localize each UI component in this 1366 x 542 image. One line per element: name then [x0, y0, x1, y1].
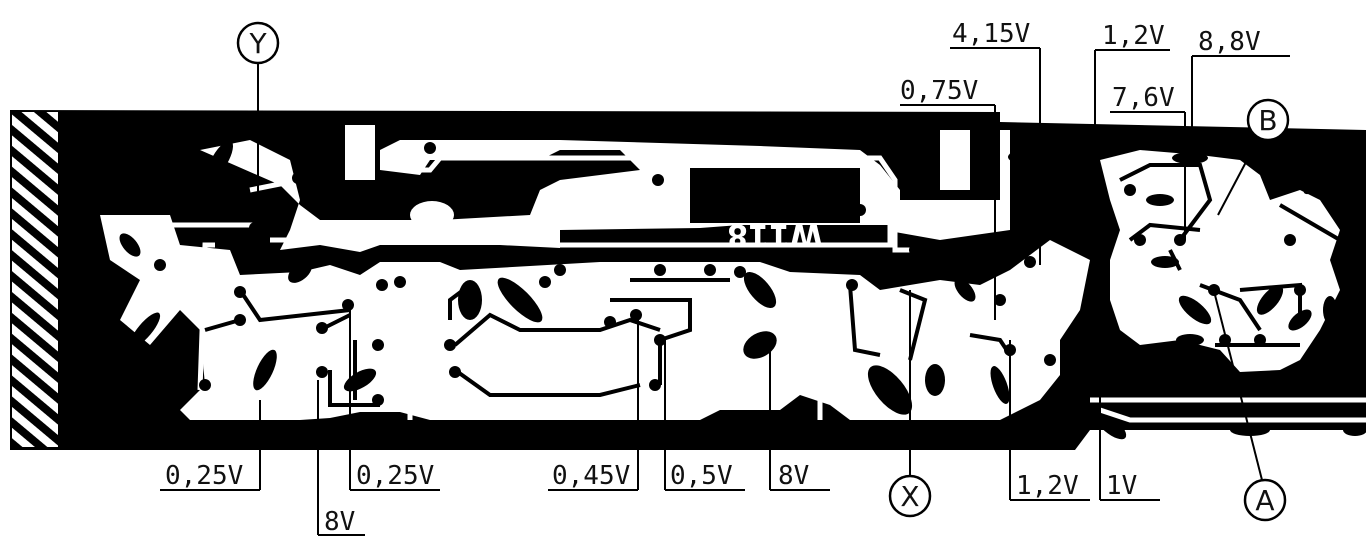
voltage-label: 0,25V [165, 461, 243, 491]
voltage-label: 4,15V [952, 19, 1030, 49]
voltage-label: 0,75V [900, 76, 978, 106]
voltage-label: 1V [1106, 471, 1137, 501]
marker-y: Y [236, 21, 280, 65]
leader-lines [160, 47, 1290, 536]
voltage-label: 8,8V [1198, 27, 1261, 57]
board-code-plate [690, 168, 860, 223]
svg-text:B: B [1258, 104, 1277, 137]
voltage-label: 7,6V [1112, 83, 1175, 113]
voltage-label: 8V [324, 507, 355, 537]
marker-a: A [1243, 478, 1287, 522]
svg-text:Y: Y [248, 27, 267, 60]
svg-text:X: X [900, 480, 919, 513]
voltage-labels: 0,25V 8V 0,25V 0,45V 0,5V 8V 1,2V 1V 4,1… [165, 19, 1261, 537]
edge-connector [12, 112, 58, 447]
pcb-board: W118 [10, 110, 1366, 450]
voltage-label: 1,2V [1102, 21, 1165, 51]
marker-b: B [1246, 98, 1290, 142]
voltage-label: 8V [778, 461, 809, 491]
voltage-label: 0,5V [670, 461, 733, 491]
voltage-label: 0,45V [552, 461, 630, 491]
voltage-label: 1,2V [1016, 471, 1079, 501]
marker-x: X [888, 474, 932, 518]
voltage-label: 0,25V [356, 461, 434, 491]
svg-text:A: A [1255, 484, 1274, 517]
white-traces [157, 145, 1366, 423]
